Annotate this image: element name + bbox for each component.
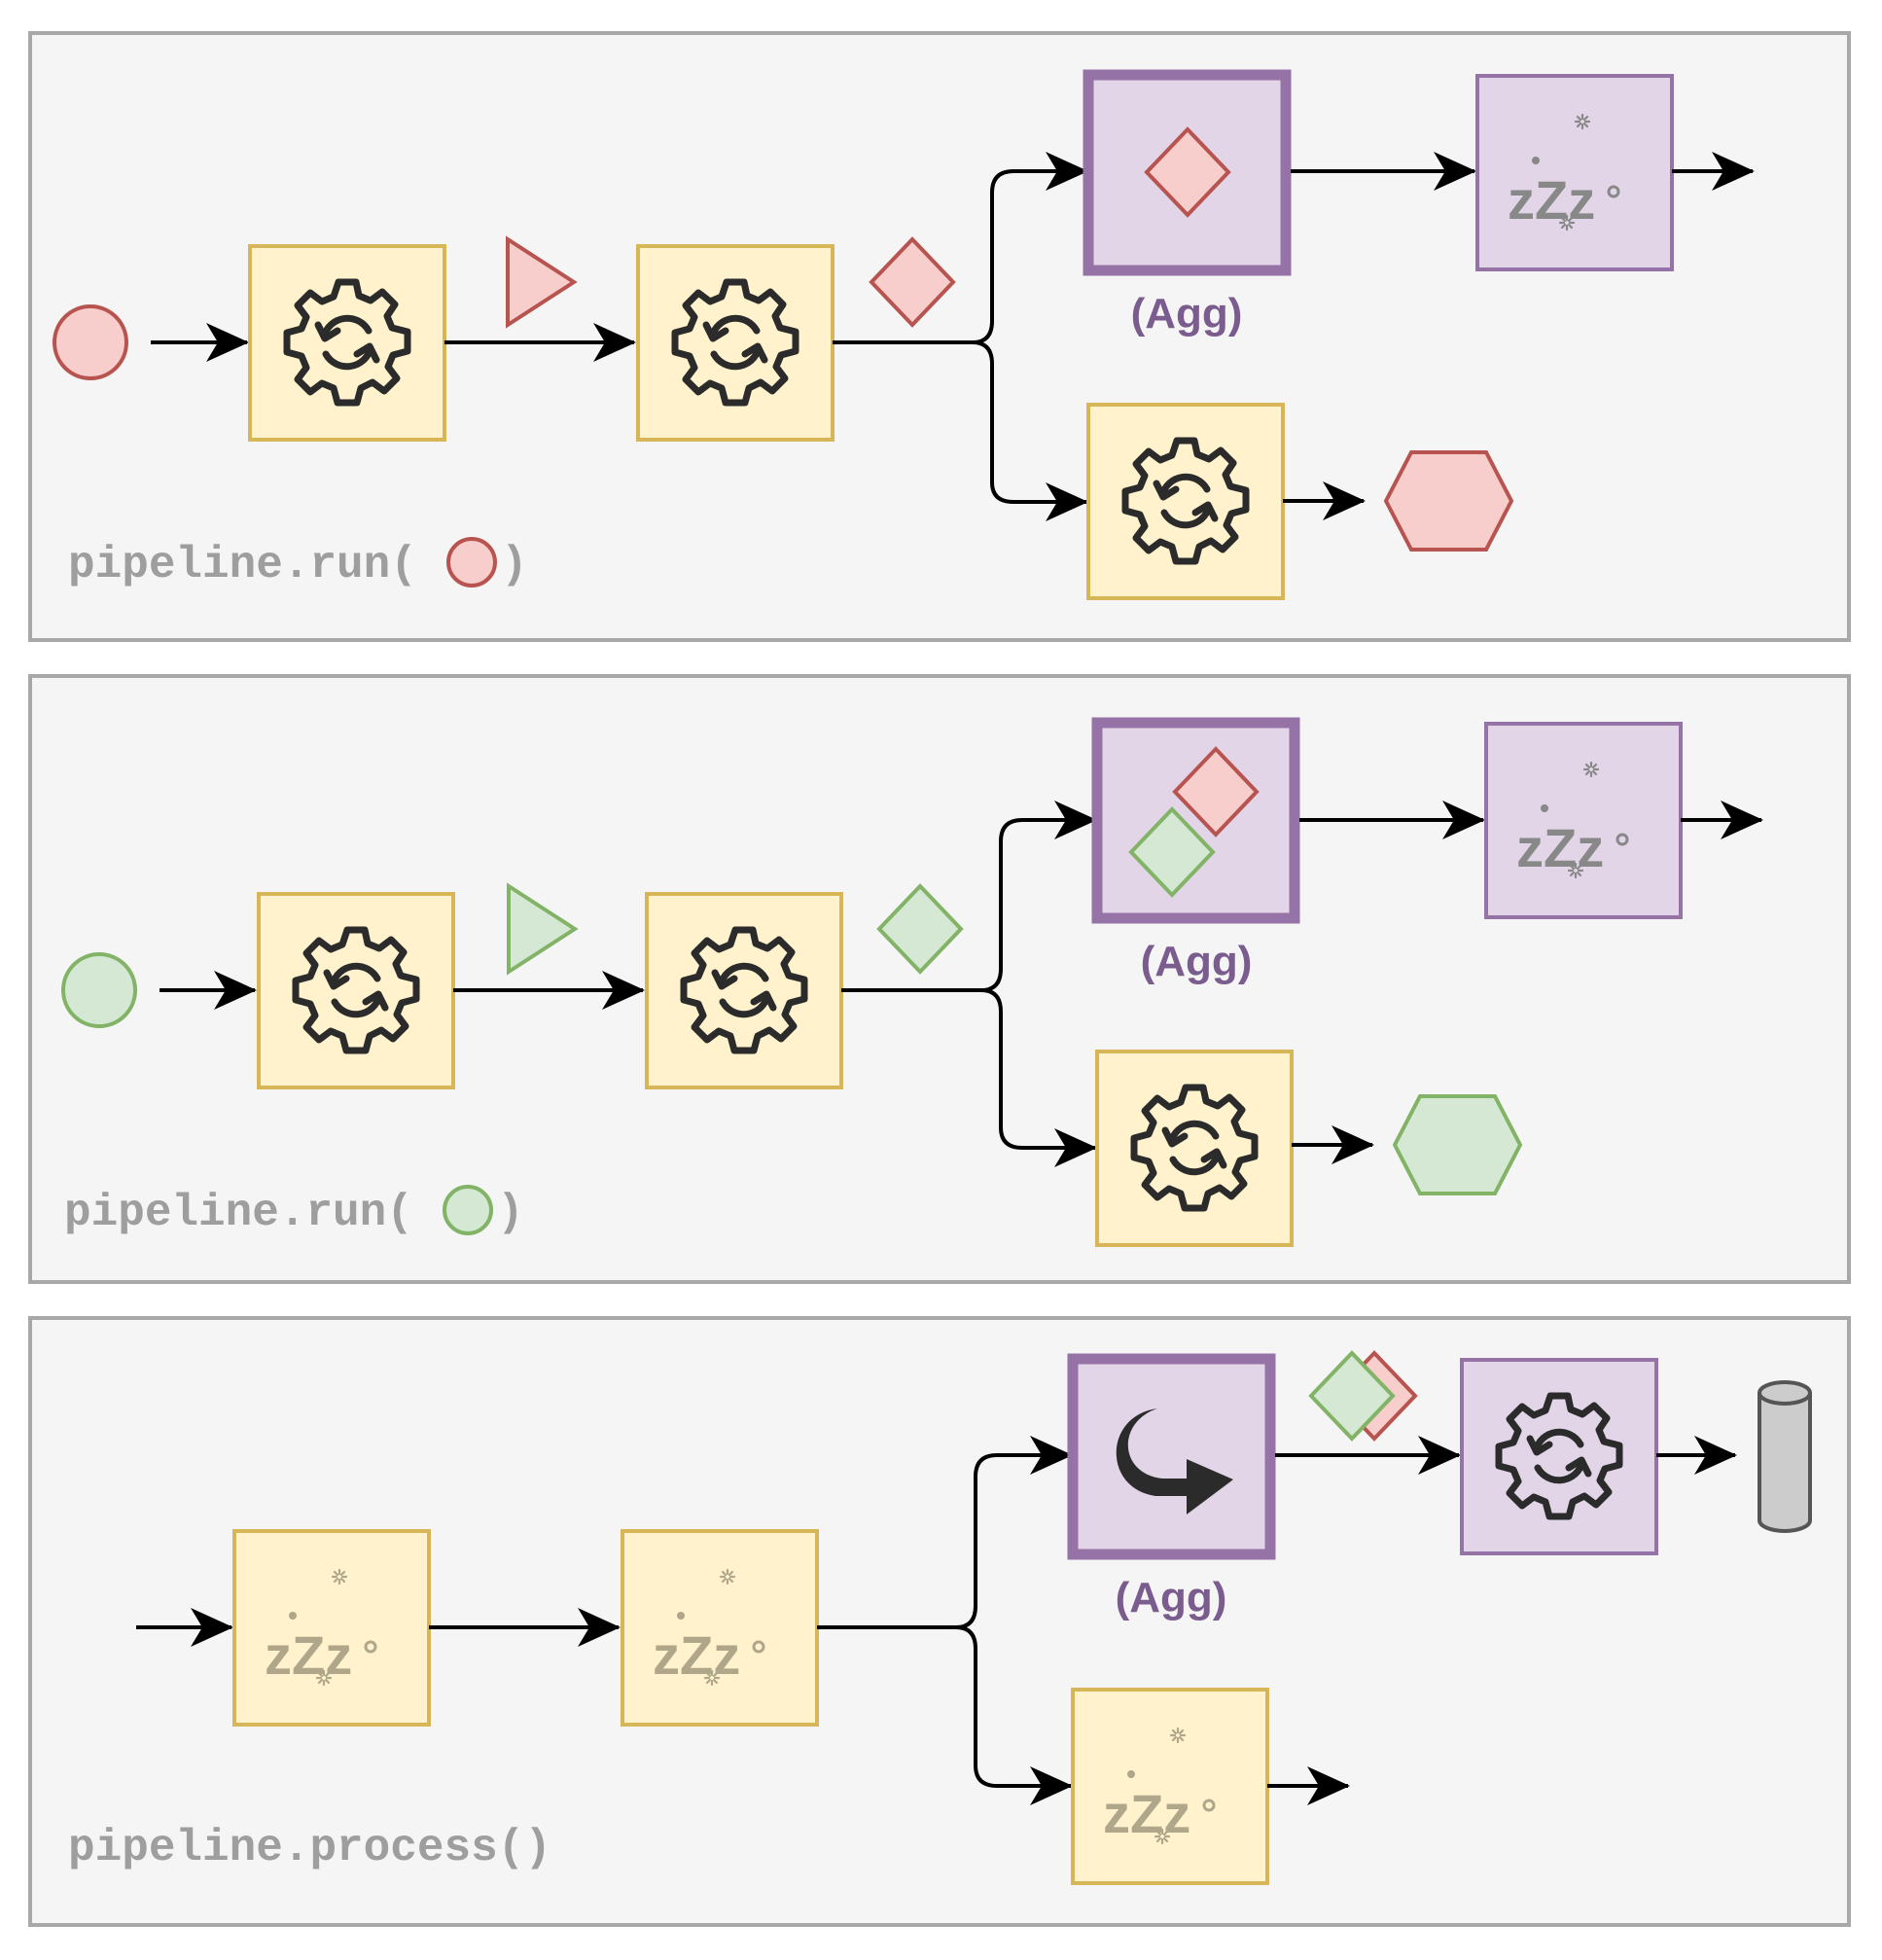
process-box	[1086, 403, 1285, 600]
panel-run-red: (Agg) zZz pipeline.run( )	[28, 31, 1851, 642]
diamond-token-green	[1308, 1350, 1396, 1442]
sleeping-zzz-icon: zZz	[1516, 761, 1629, 879]
branch-arrow-agg	[841, 801, 1097, 992]
process-box	[636, 244, 834, 442]
process-box	[1460, 1358, 1658, 1555]
agg-label: (Agg)	[1141, 938, 1253, 985]
agg-box	[1091, 717, 1300, 924]
diamond-token-green	[876, 883, 964, 975]
code-label: pipeline.run(	[64, 1188, 413, 1238]
sleeping-box	[232, 1529, 431, 1727]
diamond-token-red	[1172, 746, 1260, 837]
code-label: pipeline.process()	[68, 1823, 551, 1873]
triangle-token-red	[506, 235, 578, 329]
sleeping-box	[1071, 1688, 1269, 1885]
zzz-text: zZz	[1516, 817, 1604, 878]
agg-box	[1067, 1353, 1276, 1560]
diamond-token-green	[1128, 806, 1216, 898]
panel-run-green: (Agg) zZz pipeline.run( )	[28, 674, 1851, 1284]
curved-arrow-icon	[1116, 1408, 1233, 1515]
diamond-token-red	[869, 236, 956, 328]
diamond-token-red	[1144, 126, 1231, 218]
zzz-text: zZz	[653, 1624, 740, 1686]
hexagon-token-red	[1383, 450, 1514, 552]
sleeping-zzz-icon: zZz	[1103, 1727, 1216, 1845]
sleeping-zzz-icon: zZz	[265, 1568, 377, 1687]
zzz-text: zZz	[1103, 1783, 1190, 1844]
branch-arrow-process	[972, 340, 1088, 521]
sleeping-zzz-icon: zZz	[653, 1568, 765, 1687]
code-label-suffix: )	[501, 540, 528, 590]
agg-label: (Agg)	[1116, 1574, 1227, 1621]
code-label: pipeline.run(	[68, 540, 417, 590]
process-box	[645, 892, 843, 1089]
agg-label: (Agg)	[1131, 290, 1243, 338]
input-circle-green	[443, 1185, 493, 1235]
triangle-token-green	[507, 882, 579, 976]
input-circle-red	[53, 304, 128, 380]
sleeping-box	[621, 1529, 819, 1727]
code-label-suffix: )	[497, 1188, 524, 1238]
sleeping-zzz-icon: zZz	[1508, 113, 1620, 232]
process-box	[1095, 1050, 1294, 1247]
process-box	[248, 244, 446, 442]
input-circle-green	[61, 952, 137, 1028]
branch-arrow-process	[980, 988, 1097, 1167]
branch-arrow-agg	[833, 152, 1088, 344]
cylinder-database-icon	[1758, 1380, 1812, 1533]
branch-arrow-agg	[817, 1436, 1073, 1629]
panel-process: zZz zZz (Agg)	[28, 1316, 1851, 1927]
zzz-text: zZz	[1508, 169, 1595, 231]
process-box	[257, 892, 455, 1089]
branch-arrow-process	[955, 1625, 1073, 1805]
input-circle-red	[446, 537, 497, 588]
zzz-text: zZz	[265, 1624, 352, 1686]
hexagon-token-green	[1392, 1094, 1523, 1195]
